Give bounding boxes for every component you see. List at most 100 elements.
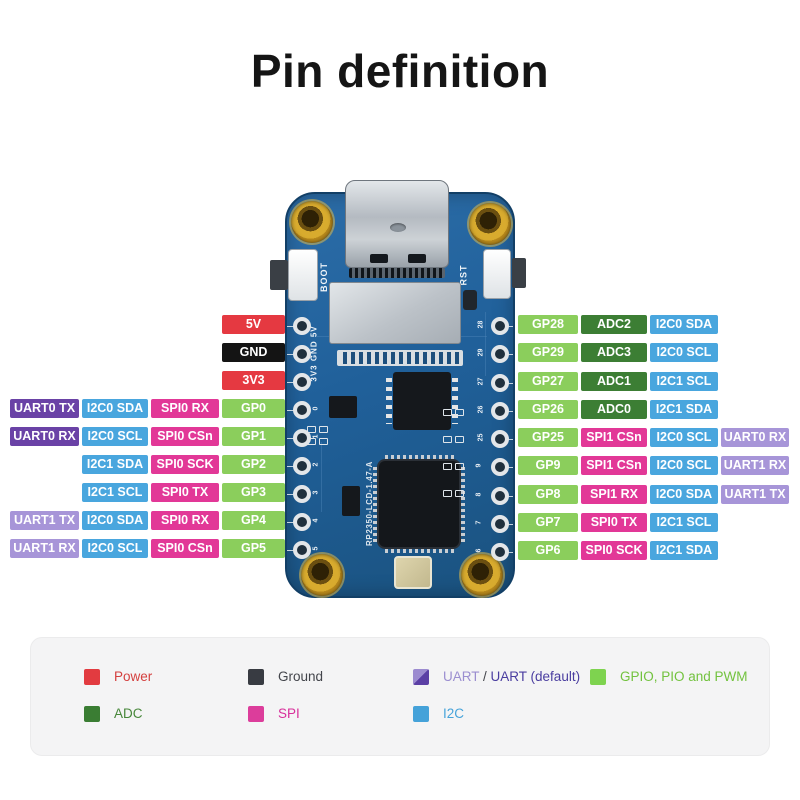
pin-hole-left [293,457,311,475]
legend-swatch-power [84,669,100,685]
pin-hole-left [293,317,311,335]
pin-hole-right [491,515,509,533]
shield-component [463,290,477,310]
pin-number-left: 1 [312,434,320,439]
pcb-pads [319,438,328,445]
mounting-hole-bottom-right [461,554,503,596]
pin-label-i2c1-scl: I2C1 SCL [650,372,718,391]
board-photo: BOOT RST 3V3 GND 5V RP2350-LCD-1.47-A [270,180,526,598]
pin-hole-right [491,543,509,561]
pin-number-right: 26 [477,405,485,414]
mounting-hole-bottom-left [301,554,343,596]
pin-row-left: 3V3 [0,371,285,390]
pcb-pads [443,463,452,470]
pin-label-gp25: GP25 [518,428,578,447]
legend-label-part: / [479,669,491,684]
pin-label-gp4: GP4 [222,511,285,530]
pcb-trace [485,312,486,376]
pin-label-i2c0-scl: I2C0 SCL [82,539,148,558]
pin-label-gnd: GND [222,343,285,362]
pin-label-uart0-rx: UART0 RX [721,428,789,447]
pin-label-adc0: ADC0 [581,400,647,419]
pin-number-right: 28 [477,320,485,329]
boot-button-nub [270,260,288,290]
pin-hole-left [293,373,311,391]
connector-pad-row [337,350,463,366]
pin-number-right: 8 [475,492,483,497]
pin-number-left: 4 [312,518,320,523]
mcu-pins-right [461,467,465,545]
rp2350-mcu-chip [373,455,465,553]
pcb-pads [443,436,452,443]
pcb-pads [455,409,464,416]
pin-label-spi0-tx: SPI0 TX [151,483,219,502]
pin-label-i2c1-sda: I2C1 SDA [650,400,718,419]
legend-label-spi: SPI [278,706,300,721]
voltage-regulator [329,396,357,418]
pin-label-uart1-tx: UART1 TX [721,485,789,504]
pin-hole-right [491,317,509,335]
boot-button [288,249,318,301]
pin-label-gp2: GP2 [222,455,285,474]
pin-label-gp3: GP3 [222,483,285,502]
transistor [342,486,360,516]
pin-number-right: 29 [477,348,485,357]
legend-label-gpio: GPIO, PIO and PWM [620,669,748,684]
pin-label-gp29: GP29 [518,343,578,362]
pin-label-5v: 5V [222,315,285,334]
pin-label-i2c0-sda: I2C0 SDA [650,315,718,334]
pin-label-gp1: GP1 [222,427,285,446]
pin-label-i2c0-sda: I2C0 SDA [82,399,148,418]
pin-label-i2c0-scl: I2C0 SCL [650,343,718,362]
legend-swatch-ground [248,669,264,685]
pin-row-left: 5V [0,315,285,334]
pin-label-3v3: 3V3 [222,371,285,390]
pin-number-right: 9 [475,463,483,468]
pin-label-i2c1-sda: I2C1 SDA [82,455,148,474]
pin-number-left: 0 [312,406,320,411]
pcb-pads [455,490,464,497]
legend-label-ground: Ground [278,669,324,684]
board-model-silkscreen: RP2350-LCD-1.47-A [364,461,374,546]
usb-notch [370,254,388,263]
pin-hole-right [491,430,509,448]
pin-label-spi1-csn: SPI1 CSn [581,456,647,475]
usb-dimple [390,223,406,232]
pin-label-spi0-rx: SPI0 RX [151,511,219,530]
pin-number-right: 6 [475,548,483,553]
pin-hole-left [293,429,311,447]
pcb-trace [321,442,322,512]
legend-label-adc: ADC [114,706,143,721]
mounting-hole-top-left [291,201,333,243]
page-title: Pin definition [250,45,550,97]
boot-button-label: BOOT [319,262,329,292]
pin-label-spi0-tx: SPI0 TX [581,513,647,532]
pin-label-adc3: ADC3 [581,343,647,362]
legend-label-i2c: I2C [443,706,465,721]
pin-hole-right [491,374,509,392]
pin-label-gp6: GP6 [518,541,578,560]
pcb-pads [443,409,452,416]
pin-label-spi1-rx: SPI1 RX [581,485,647,504]
pin-label-gp28: GP28 [518,315,578,334]
pin-label-i2c1-scl: I2C1 SCL [650,513,718,532]
legend-swatch-uart_split [413,669,429,685]
pin-hole-right [491,345,509,363]
pin-hole-left [293,513,311,531]
legend-swatch-spi [248,706,264,722]
rst-button [483,249,511,299]
pin-hole-left [293,401,311,419]
